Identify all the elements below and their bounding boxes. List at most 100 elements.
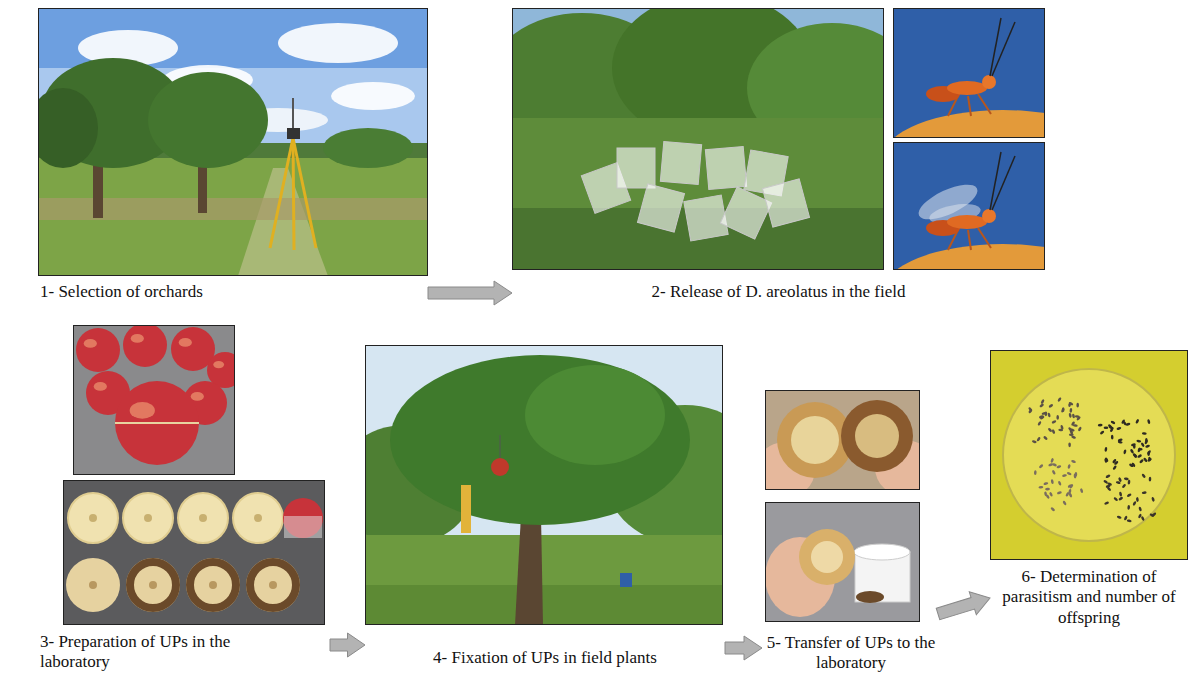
photo-shape bbox=[148, 72, 268, 168]
step-caption: 5- Transfer of UPs to the laboratory bbox=[766, 633, 936, 674]
photo-shape bbox=[1138, 448, 1143, 451]
photo-release bbox=[512, 8, 884, 270]
photo-shape bbox=[1131, 443, 1136, 447]
photo-shape bbox=[1136, 497, 1139, 502]
photo-shape bbox=[1098, 424, 1103, 427]
photo-shape bbox=[1043, 482, 1048, 486]
photo-shape bbox=[660, 141, 701, 184]
photo-shape bbox=[38, 8, 428, 276]
photo-shape bbox=[1038, 464, 1043, 469]
photo-shape bbox=[1104, 426, 1109, 429]
photo-shape bbox=[1129, 463, 1134, 468]
photo-shape bbox=[1057, 397, 1062, 402]
photo-shape bbox=[894, 143, 1045, 270]
photo-shape bbox=[513, 9, 884, 270]
photo-apples bbox=[73, 325, 235, 475]
photo-shape bbox=[893, 110, 1045, 138]
photo-shape bbox=[1068, 427, 1073, 432]
photo-shape bbox=[365, 585, 723, 625]
photo-wasp bbox=[893, 8, 1045, 138]
photo-shape bbox=[123, 493, 173, 543]
photo-shape bbox=[213, 361, 224, 368]
step-caption: 3- Preparation of UPs in the laboratory bbox=[40, 632, 280, 673]
photo-shape bbox=[115, 422, 199, 424]
photo-shape bbox=[1047, 412, 1051, 417]
step-panel: 5- Transfer of UPs to the laboratory bbox=[762, 390, 938, 676]
photo-shape bbox=[990, 350, 1188, 560]
photo-shape bbox=[1032, 440, 1037, 444]
photo-shape bbox=[284, 516, 322, 538]
photo-shape bbox=[1116, 427, 1121, 431]
photo-shape bbox=[1114, 460, 1119, 465]
photo-shape bbox=[1049, 492, 1053, 497]
photo-shape bbox=[1138, 506, 1142, 511]
photo-halves bbox=[63, 480, 325, 625]
photo-shape bbox=[968, 230, 971, 250]
photo-shape bbox=[1057, 491, 1062, 495]
photo-shape bbox=[1071, 421, 1076, 426]
photo-shape bbox=[705, 146, 746, 189]
photo-shape bbox=[199, 514, 207, 522]
photo-shape bbox=[1147, 457, 1152, 462]
photo-shape bbox=[684, 195, 728, 241]
photo-shape bbox=[131, 334, 144, 343]
photo-shape bbox=[990, 18, 1001, 76]
photo-shape bbox=[1104, 457, 1108, 462]
photo-shape bbox=[855, 414, 899, 458]
photo-shape bbox=[149, 581, 157, 589]
photo-shape bbox=[1048, 403, 1053, 408]
photo-shape bbox=[1045, 411, 1048, 416]
photo-shape bbox=[620, 573, 632, 587]
photo-shape bbox=[1050, 458, 1054, 463]
photo-shape bbox=[1048, 463, 1053, 467]
photo-shape bbox=[292, 98, 294, 128]
photo-shape bbox=[1151, 497, 1155, 502]
step-panel: 6- Determination of parasitism and numbe… bbox=[990, 350, 1188, 631]
photo-shape bbox=[1076, 403, 1079, 408]
photo-shape bbox=[1127, 505, 1130, 510]
photo-shape bbox=[1118, 496, 1123, 501]
photo-shape bbox=[1069, 433, 1074, 436]
photo-sieve bbox=[765, 502, 920, 622]
photo-shape bbox=[968, 96, 971, 116]
photo-shape bbox=[856, 591, 884, 603]
photo-shape bbox=[1133, 453, 1138, 458]
photo-shape bbox=[1043, 435, 1048, 440]
photo-shape bbox=[1103, 479, 1108, 484]
photo-shape bbox=[89, 514, 97, 522]
photo-shape bbox=[270, 138, 293, 248]
photo-shape bbox=[64, 481, 325, 625]
photo-shape bbox=[1130, 448, 1135, 453]
photo-shape bbox=[947, 215, 987, 229]
photo-shape bbox=[1034, 470, 1037, 475]
photo-shape bbox=[1062, 474, 1067, 478]
photo-shape bbox=[1051, 479, 1055, 484]
photo-shape bbox=[1127, 519, 1132, 522]
photo-shape bbox=[982, 75, 996, 89]
photo-shape bbox=[1080, 488, 1084, 493]
photo-shape bbox=[978, 94, 991, 114]
photo-shape bbox=[190, 562, 236, 608]
photo-shape bbox=[1144, 439, 1148, 444]
photo-shape bbox=[512, 118, 884, 270]
photo-shape bbox=[1118, 477, 1122, 482]
photo-shape bbox=[1056, 465, 1061, 469]
photo-shape bbox=[1117, 515, 1122, 519]
photo-shape bbox=[63, 480, 325, 625]
photo-shape bbox=[191, 392, 204, 401]
photo-shape bbox=[126, 558, 180, 612]
photo-shape bbox=[1139, 459, 1144, 464]
photo-shape bbox=[1068, 413, 1072, 418]
photo-shape bbox=[390, 355, 690, 525]
photo-shape bbox=[76, 328, 120, 372]
photo-shape bbox=[84, 339, 97, 348]
photo-shape bbox=[1142, 432, 1147, 435]
photo-shape bbox=[89, 581, 97, 589]
photo-shape bbox=[1062, 500, 1067, 505]
photo-shape bbox=[278, 23, 398, 63]
photo-shape bbox=[123, 325, 167, 367]
photo-shape bbox=[1126, 493, 1131, 498]
photo-shape bbox=[1135, 419, 1140, 424]
photo-shape bbox=[287, 128, 300, 139]
photo-shape bbox=[94, 382, 107, 391]
